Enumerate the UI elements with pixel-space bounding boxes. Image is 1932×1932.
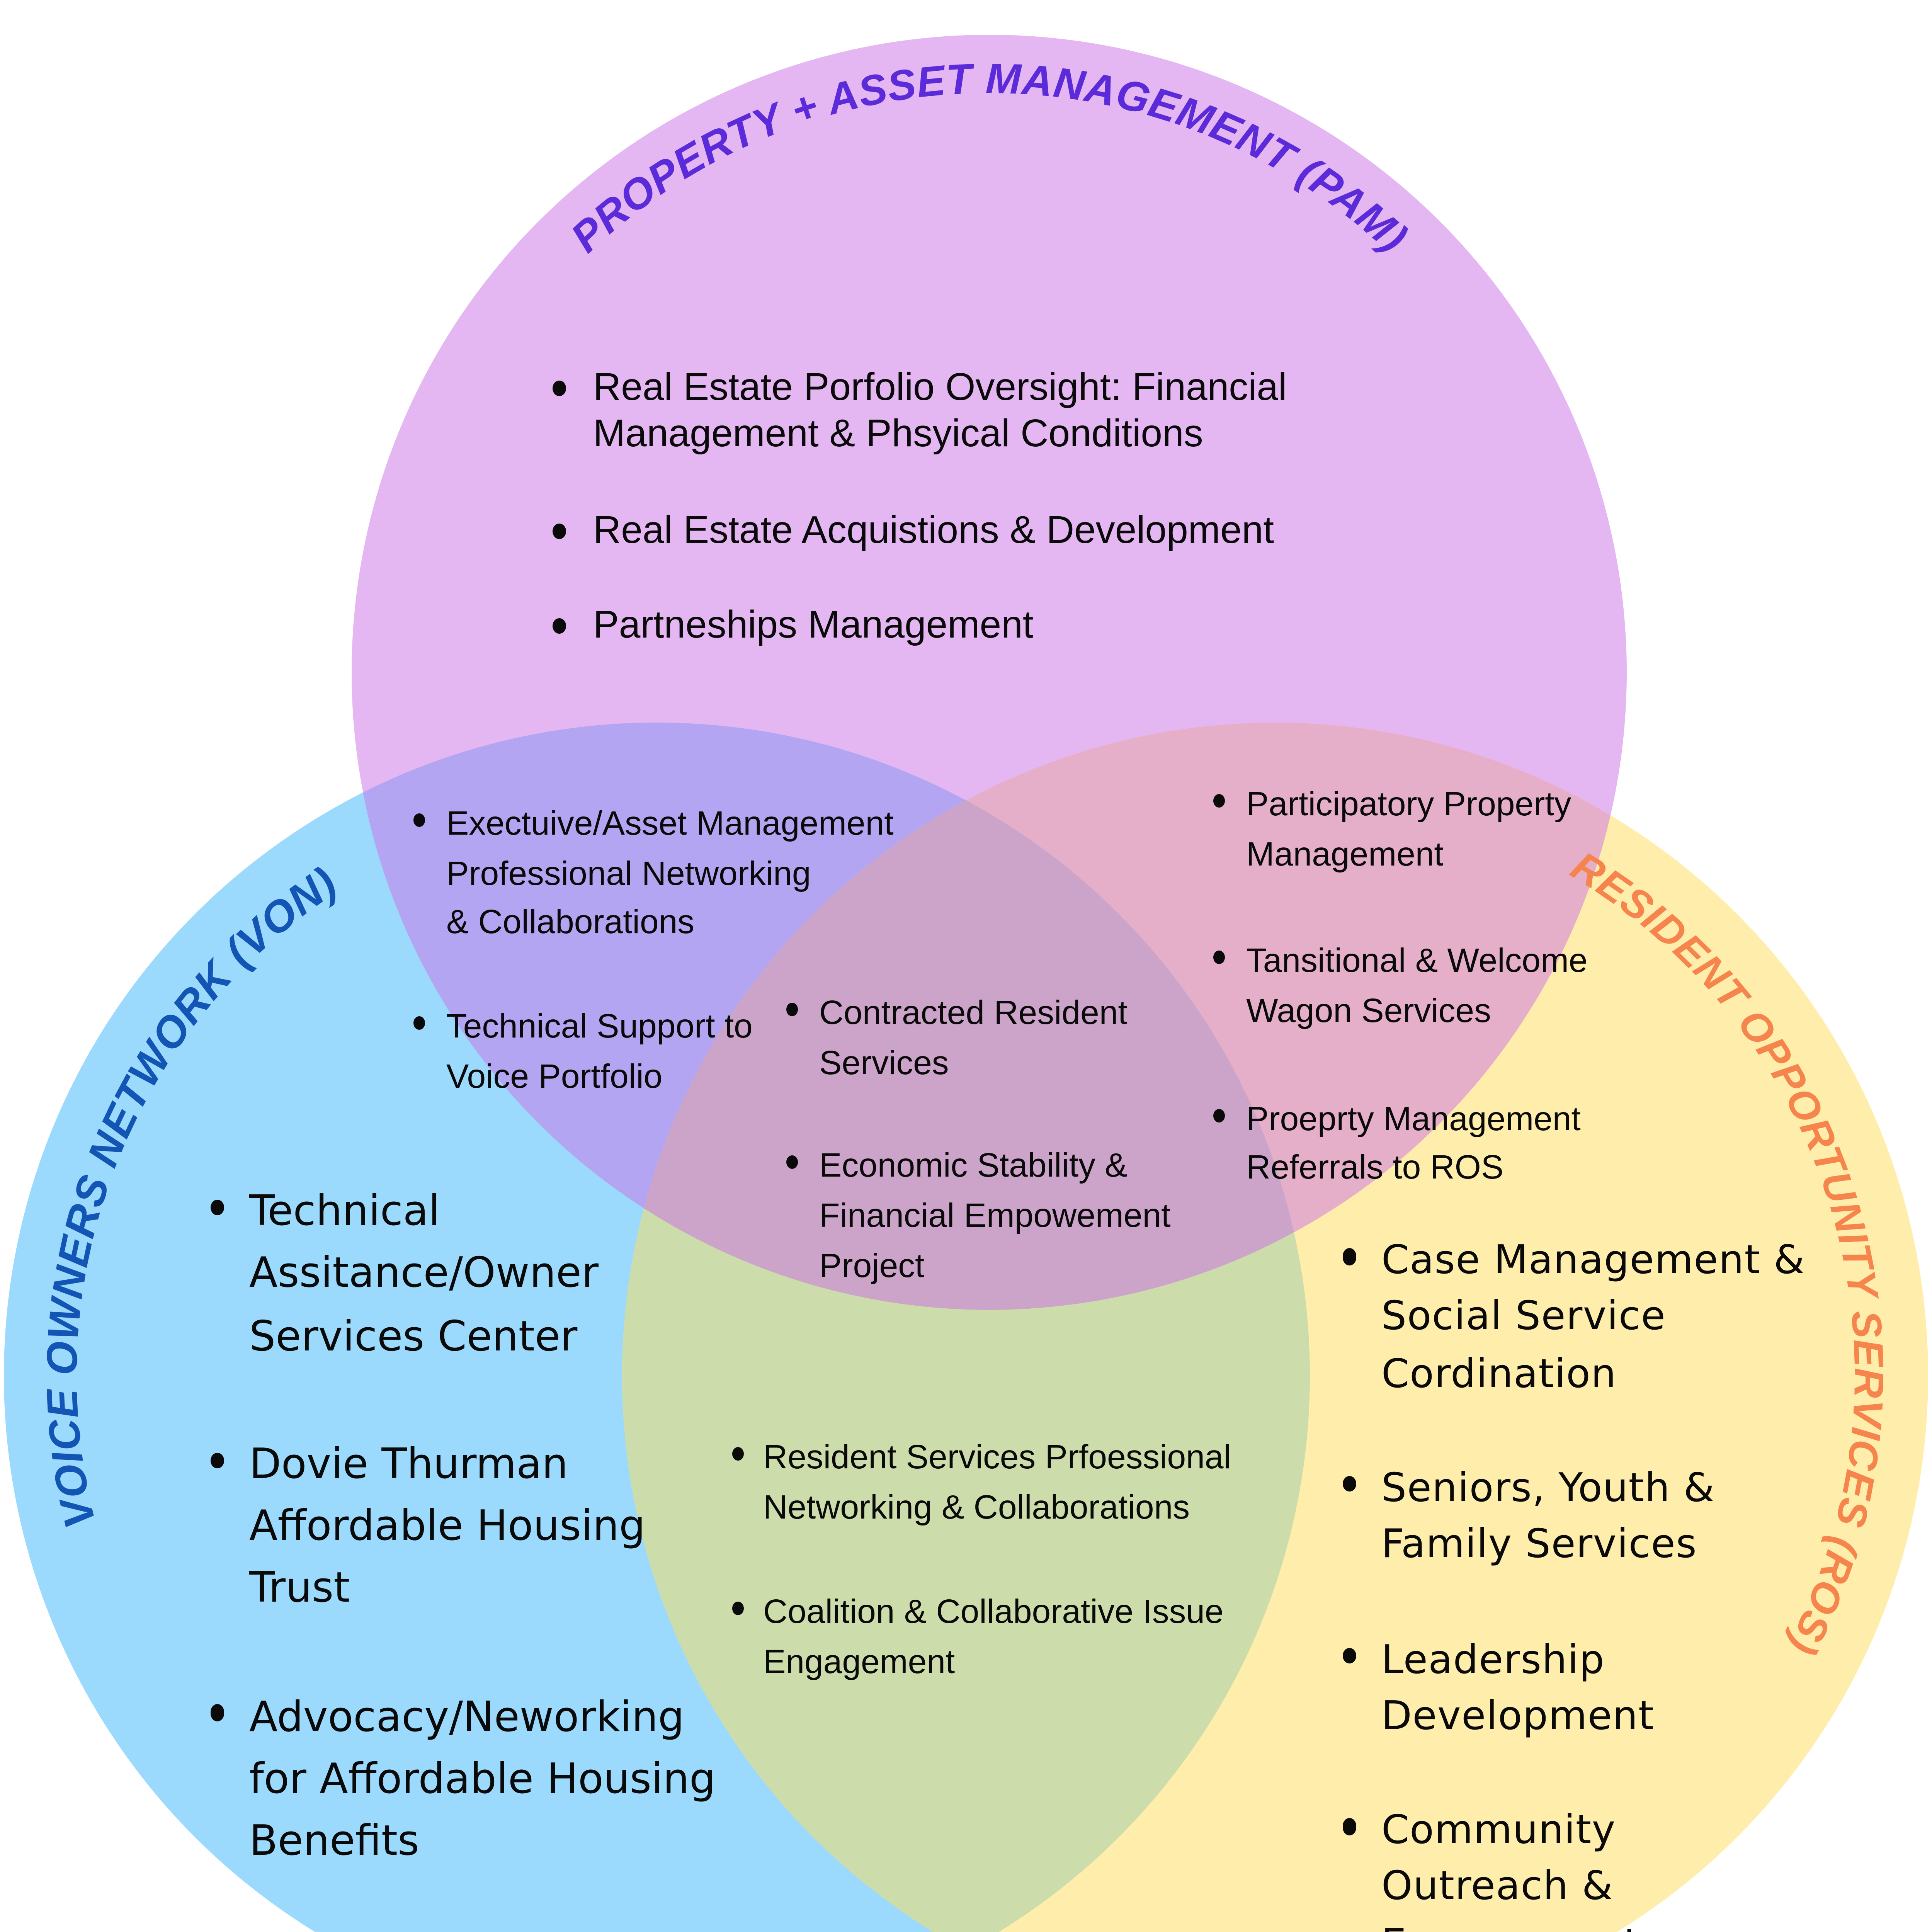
list-item: Case Management & Social Service Cordina… [1341, 1233, 1882, 1402]
list-item: Proeprty Management Referrals to ROS [1211, 1095, 1791, 1194]
list-item: Participatory Property Management [1211, 780, 1791, 880]
center-overlap [622, 723, 1310, 1310]
list-item: Tansitional & Welcome Wagon Services [1211, 937, 1791, 1037]
list-item: Community Outreach & Engagement [1341, 1803, 1882, 1932]
list-item: Coalition & Collaborative Issue Engageme… [730, 1588, 1310, 1688]
ros-bullet-list: Case Management & Social Service Cordina… [1341, 1177, 1882, 1932]
von-bullet-list: Technical Assitance/Owner Services Cente… [209, 1121, 788, 1932]
center-bullet-list: Contracted Resident Services Economic St… [784, 939, 1325, 1342]
list-item: Advocacy/Neworking for Affordable Housin… [209, 1688, 788, 1875]
von-ros-bullet-list: Resident Services Prfoessional Networkin… [730, 1383, 1310, 1738]
list-item: Seniors, Youth & Family Services [1341, 1461, 1882, 1573]
list-item: Real Estate Acquistions & Development [551, 508, 1478, 554]
list-item: Real Estate Porfolio Oversight: Financia… [551, 366, 1478, 459]
list-item: Resident Services Prfoessional Networkin… [730, 1433, 1310, 1533]
list-item: Contracted Resident Services [784, 989, 1325, 1088]
list-item: Economic Stability & Financial Empowemen… [784, 1142, 1325, 1292]
pam-von-bullet-list: Exectuive/Asset Management Professional … [412, 750, 991, 1152]
pam-ros-bullet-list: Participatory Property Management Tansit… [1211, 730, 1791, 1244]
list-item: Exectuive/Asset Management Professional … [412, 799, 991, 949]
list-item: Dovie Thurman Affordable Housing Trust [209, 1435, 788, 1622]
list-item: Technical Assitance/Owner Services Cente… [209, 1183, 788, 1369]
list-item: Leadership Development [1341, 1632, 1882, 1745]
list-item: Technical Support to Voice Portfolio [412, 1003, 991, 1102]
list-item: Partneships Management [551, 603, 1478, 650]
pam-bullet-list: Real Estate Porfolio Oversight: Financia… [551, 319, 1478, 697]
